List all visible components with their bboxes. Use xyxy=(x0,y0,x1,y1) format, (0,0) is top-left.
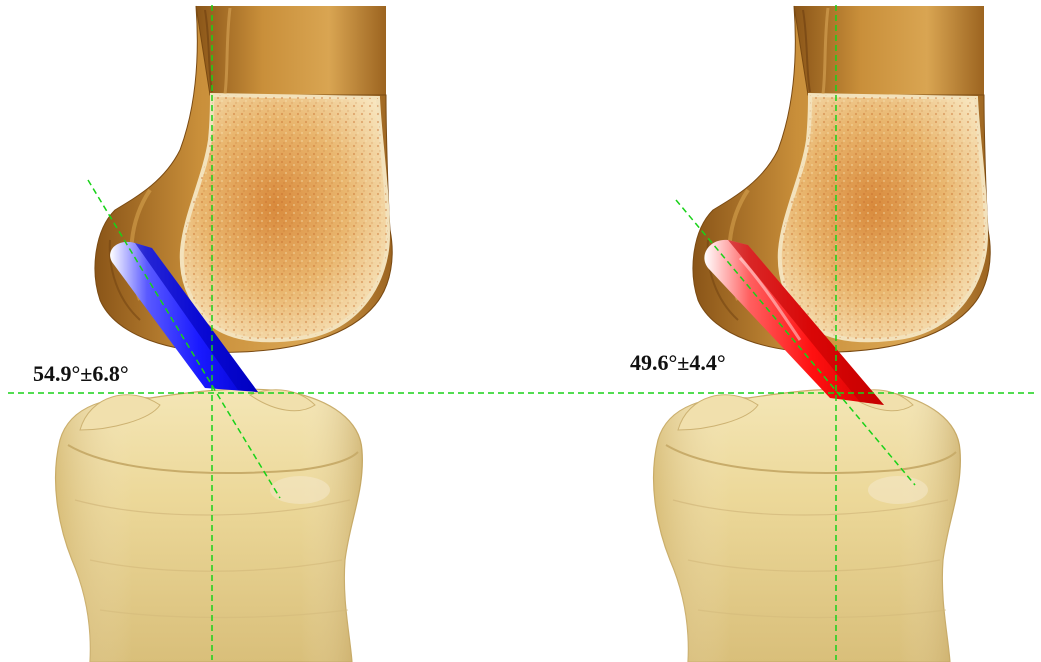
left-knee-bones xyxy=(56,6,393,662)
left-panel: 54.9°±6.8° xyxy=(33,5,392,662)
left-angle-label: 54.9°±6.8° xyxy=(33,361,129,386)
right-angle-label: 49.6°±4.4° xyxy=(630,350,726,375)
right-panel: 49.6°±4.4° xyxy=(630,5,990,662)
